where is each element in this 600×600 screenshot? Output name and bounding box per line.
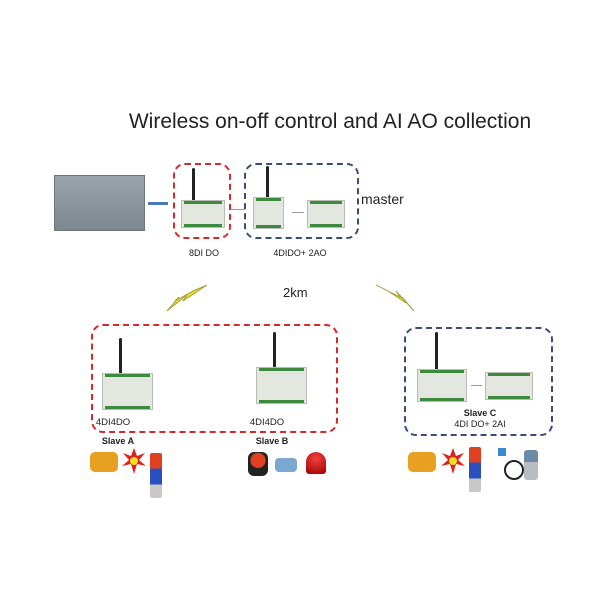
alarm-flash-icon xyxy=(122,448,146,474)
push-button-icon xyxy=(248,452,268,476)
wireless-bolt-icon xyxy=(166,284,208,312)
module-2ai xyxy=(485,372,533,400)
slave-group-c xyxy=(404,327,553,436)
module-label: 4DI4DO xyxy=(95,417,131,428)
slave-name: Slave C xyxy=(463,408,497,418)
motor-icon xyxy=(90,452,118,472)
sensor-cable-icon xyxy=(504,460,524,480)
plc-device xyxy=(54,175,145,231)
module-4dido xyxy=(253,197,284,229)
slave-group-ab xyxy=(91,324,338,433)
connector xyxy=(471,385,482,386)
module-slave-a xyxy=(102,373,153,410)
module-2ao xyxy=(307,200,345,228)
group-label: 8DI DO xyxy=(188,248,220,258)
module-label: 4DI DO+ 2AI xyxy=(454,419,506,429)
module-8di-do xyxy=(181,200,225,228)
antenna-icon xyxy=(435,332,438,370)
connector xyxy=(231,209,245,210)
module-slave-b xyxy=(256,367,307,404)
diagram-title: Wireless on-off control and AI AO collec… xyxy=(128,110,532,133)
master-group-4dido xyxy=(244,163,359,239)
group-label: 4DIDO+ 2AO xyxy=(273,248,327,258)
antenna-icon xyxy=(119,338,122,374)
motor-icon xyxy=(408,452,436,472)
module-label: 4DI4DO xyxy=(249,417,285,428)
alarm-flash-icon xyxy=(441,448,465,474)
antenna-icon xyxy=(192,168,195,201)
level-sensor-icon xyxy=(498,448,506,456)
module-slave-c xyxy=(417,369,467,402)
master-group-8di xyxy=(173,163,231,239)
antenna-icon xyxy=(273,332,276,368)
wireless-bolt-icon xyxy=(375,284,415,312)
warning-light-icon xyxy=(306,452,326,474)
pump-motor-icon xyxy=(275,458,297,472)
plc-connection xyxy=(148,202,168,205)
tower-light-icon xyxy=(469,447,481,492)
tower-light-icon xyxy=(150,453,162,498)
distance-label: 2km xyxy=(283,285,308,300)
slave-name: Slave B xyxy=(255,436,289,446)
slave-name: Slave A xyxy=(101,436,135,446)
connector xyxy=(292,212,304,213)
master-label: master xyxy=(361,191,404,207)
flowmeter-icon xyxy=(524,450,538,480)
antenna-icon xyxy=(266,166,269,198)
